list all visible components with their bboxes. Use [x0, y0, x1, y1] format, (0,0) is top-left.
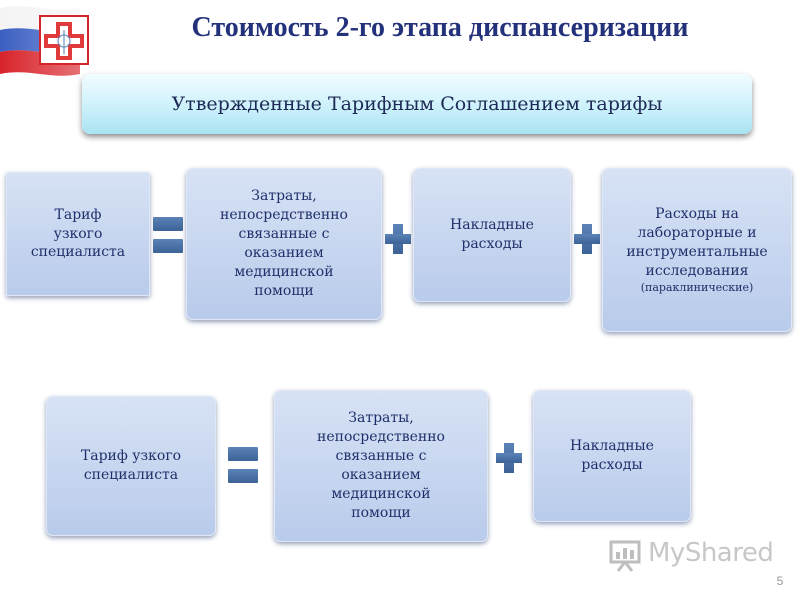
direct-costs-line-5: медицинской	[331, 485, 431, 502]
lab-costs-line-4: исследования	[645, 262, 749, 279]
direct-costs-line-6: помощи	[254, 282, 314, 299]
direct-costs-line-5: медицинской	[234, 263, 334, 280]
overhead-line-2: расходы	[461, 236, 523, 252]
overhead-line-1: Накладные	[450, 217, 534, 234]
tariff-line-3: специалиста	[30, 244, 126, 261]
presentation-board-icon	[609, 540, 641, 572]
direct-costs-line-2: непосредственно	[317, 429, 445, 446]
tariff-line-1: Тариф узкого	[80, 448, 182, 465]
overhead-box-row2: Накладные расходы	[533, 390, 691, 522]
direct-costs-line-1: Затраты,	[348, 410, 414, 427]
equals-icon	[228, 447, 258, 485]
watermark-text: MyShared	[648, 538, 774, 568]
direct-costs-line-6: помощи	[351, 504, 411, 521]
tariff-line-1: Тариф	[54, 206, 102, 223]
tariff-box-row2: Тариф узкого специалиста	[46, 396, 216, 536]
slide-title: Стоимость 2-го этапа диспансеризации	[191, 12, 689, 43]
direct-costs-box-row1: Затраты, непосредственно связанные с ока…	[186, 168, 382, 320]
tariff-line-2: узкого	[53, 225, 103, 242]
tariff-line-2: специалиста	[83, 467, 179, 483]
overhead-line-1: Накладные	[570, 438, 654, 455]
equals-icon	[153, 217, 183, 255]
lab-costs-line-1: Расходы на	[655, 206, 739, 223]
lab-costs-note: (параклинические)	[640, 280, 754, 294]
direct-costs-line-1: Затраты,	[251, 188, 317, 205]
direct-costs-line-4: оказанием	[341, 467, 421, 483]
tariff-box-row1: Тариф узкого специалиста	[6, 172, 150, 296]
lab-costs-line-2: лабораторные и	[637, 224, 757, 241]
direct-costs-line-2: непосредственно	[220, 207, 348, 224]
lab-costs-line-3: инструментальные	[626, 243, 768, 260]
overhead-box-row1: Накладные расходы	[413, 168, 571, 302]
direct-costs-line-3: связанные с	[335, 448, 427, 465]
plus-icon	[574, 224, 600, 254]
plus-icon	[496, 443, 522, 473]
direct-costs-box-row2: Затраты, непосредственно связанные с ока…	[274, 390, 488, 542]
subtitle-banner: Утвержденные Тарифным Соглашением тарифы	[82, 74, 752, 134]
lab-costs-box-row1: Расходы на лабораторные и инструментальн…	[602, 168, 792, 332]
medical-logo-icon	[0, 6, 89, 76]
plus-icon	[385, 224, 411, 254]
myshared-watermark: MyShared	[608, 538, 774, 574]
direct-costs-line-3: связанные с	[238, 226, 330, 243]
page-number: 5	[776, 574, 784, 588]
subtitle-text: Утвержденные Тарифным Соглашением тарифы	[171, 93, 663, 115]
direct-costs-line-4: оказанием	[244, 245, 324, 261]
overhead-line-2: расходы	[581, 457, 643, 473]
